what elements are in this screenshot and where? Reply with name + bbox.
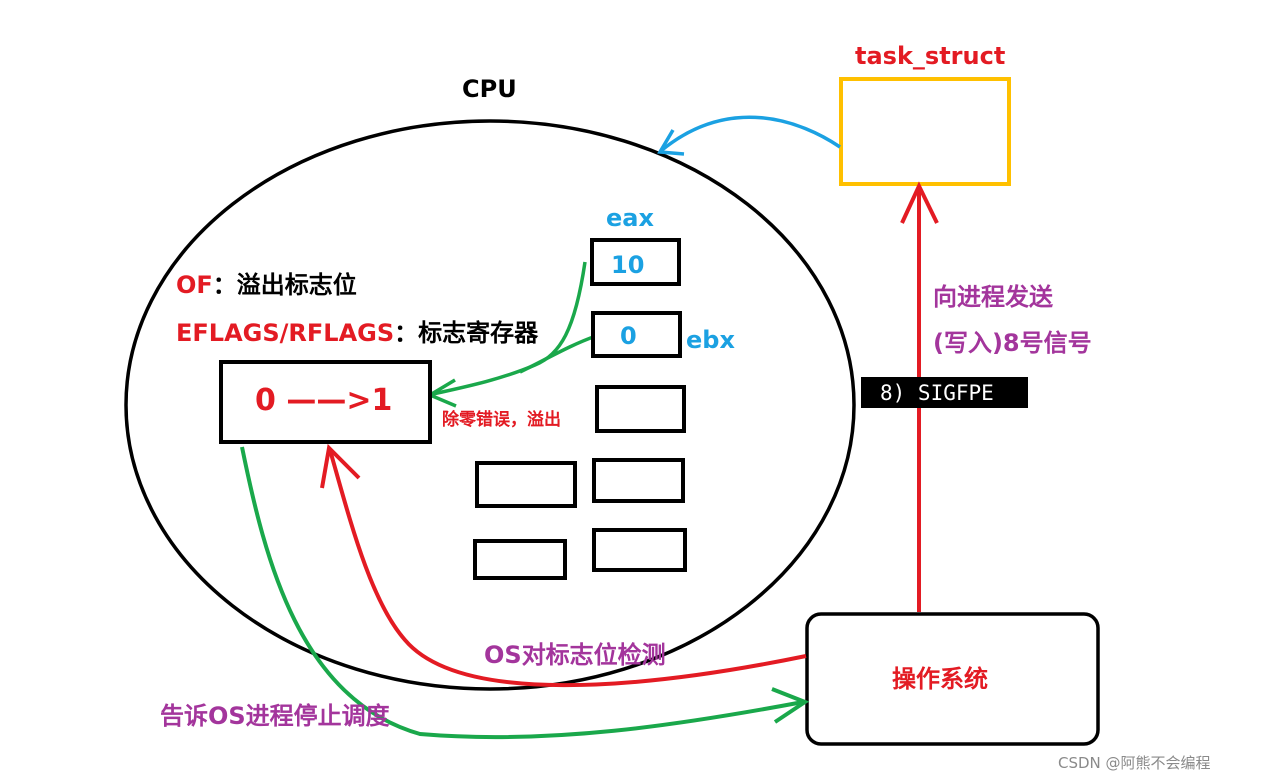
register-box (592, 458, 685, 503)
os-to-task-arrowhead (900, 181, 939, 224)
cpu-title: CPU (462, 75, 517, 103)
os-check-arrow (328, 449, 807, 688)
tell-os-label: 告诉OS进程停止调度 (160, 702, 390, 730)
register-ebx-box (591, 311, 682, 358)
ebx-label: ebx (686, 326, 735, 354)
os-box (805, 612, 1100, 746)
signal-badge (861, 377, 1028, 408)
register-eax-box (590, 238, 681, 286)
send-signal-line1: 向进程发送 (933, 283, 1053, 311)
task-struct-box (839, 77, 1011, 186)
of-key: OF (176, 271, 213, 299)
eax-label: eax (606, 204, 654, 232)
of-separator: ： (212, 271, 237, 299)
cpu-ellipse (124, 119, 856, 691)
flag-register-box (219, 360, 432, 444)
eflags-description: 标志寄存器 (418, 319, 539, 347)
of-label: OF：溢出标志位 (176, 265, 357, 300)
os-check-arrowhead (320, 443, 361, 489)
task-struct-title: task_struct (855, 42, 1006, 70)
ebx-value: 0 (620, 322, 637, 350)
eax-value: 10 (611, 251, 645, 279)
eflags-key: EFLAGS/RFLAGS (176, 319, 395, 347)
tell-os-arrowhead (771, 687, 810, 724)
register-box (473, 539, 567, 580)
ebx-to-flag-arrow (519, 334, 597, 374)
eflags-separator: ： (394, 319, 419, 347)
send-signal-line2: (写入)8号信号 (933, 329, 1092, 357)
of-description: 溢出标志位 (236, 271, 357, 299)
os-title: 操作系统 (892, 665, 988, 693)
watermark: CSDN @阿熊不会编程 (1058, 754, 1211, 772)
eflags-label: EFLAGS/RFLAGS：标志寄存器 (176, 313, 538, 348)
divide-error-label: 除零错误，溢出 (442, 410, 561, 430)
register-box (595, 385, 686, 433)
register-box (475, 461, 577, 508)
signal-label: 8) SIGFPE (880, 381, 994, 405)
flag-register-value: 0 ——>1 (255, 383, 393, 418)
os-check-label: OS对标志位检测 (484, 641, 666, 669)
task-to-cpu-arrowhead (657, 129, 685, 156)
task-to-cpu-arrow (660, 115, 841, 152)
register-box (592, 528, 687, 572)
tell-os-arrow (240, 446, 804, 740)
